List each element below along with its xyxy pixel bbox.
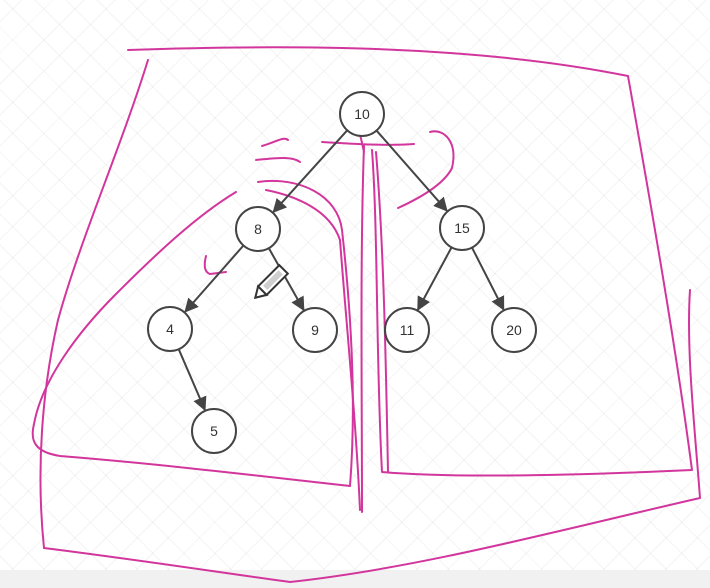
edge-n15-n11 xyxy=(417,246,453,311)
root-tick-mark xyxy=(321,133,415,153)
left-subtree-stroke xyxy=(31,179,354,487)
outer-box-stroke xyxy=(127,46,693,477)
node-circle xyxy=(147,306,193,352)
node-label: 9 xyxy=(311,322,319,338)
edge-n8-n9 xyxy=(267,247,305,312)
node-circle xyxy=(339,91,385,137)
node-circle xyxy=(439,205,485,251)
right-subtree-stroke xyxy=(375,151,389,473)
left-check-mark xyxy=(255,137,301,163)
tree-nodes: 10 8 15 4 9 11 20 5 xyxy=(147,91,537,454)
tree-edges xyxy=(177,129,505,412)
left-inner-stroke xyxy=(265,189,361,511)
node-label: 20 xyxy=(506,322,522,338)
outer-left-wall-stroke xyxy=(39,59,149,549)
handwritten-annotations xyxy=(31,46,701,583)
node8-tick-mark xyxy=(203,255,227,275)
node-label: 5 xyxy=(210,423,218,439)
center-divider-stroke xyxy=(360,145,365,513)
node-circle xyxy=(491,307,537,353)
tree-node-5: 5 xyxy=(191,408,237,454)
edge-n15-n20 xyxy=(471,247,505,311)
tree-node-11: 11 xyxy=(384,307,430,353)
tree-node-15: 15 xyxy=(439,205,485,251)
node-label: 10 xyxy=(354,106,370,122)
edge-n10-n15 xyxy=(375,129,448,212)
node-label: 11 xyxy=(400,322,415,338)
node-circle xyxy=(292,307,338,353)
tree-node-9: 9 xyxy=(292,307,338,353)
node-label: 4 xyxy=(166,321,174,337)
node-circle xyxy=(191,408,237,454)
node-circle xyxy=(235,206,281,252)
node-label: 8 xyxy=(254,221,262,237)
bottom-strip xyxy=(0,570,710,588)
node-circle xyxy=(384,307,430,353)
tree-node-10: 10 xyxy=(339,91,385,137)
edge-n4-n5 xyxy=(177,348,207,412)
tree-node-20: 20 xyxy=(491,307,537,353)
outer-bottom-stroke xyxy=(43,289,701,583)
edge-n10-n8 xyxy=(272,129,348,213)
tree-node-8: 8 xyxy=(235,206,281,252)
edge-n8-n4 xyxy=(184,244,245,313)
node-label: 15 xyxy=(454,220,470,236)
right-check-mark xyxy=(397,130,455,209)
tree-node-4: 4 xyxy=(147,306,193,352)
pencil-cursor-icon xyxy=(253,263,290,300)
